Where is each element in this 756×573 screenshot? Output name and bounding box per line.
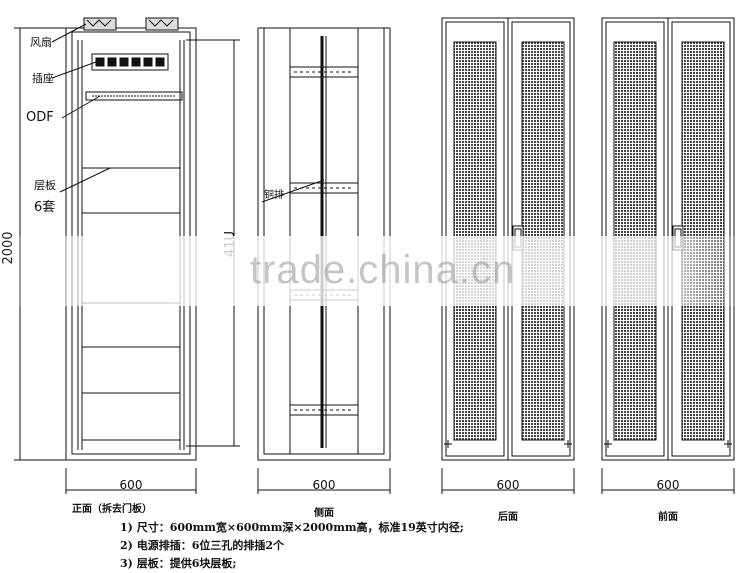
dim-rear-width: 600 <box>497 478 520 492</box>
dim-side-width: 600 <box>313 478 336 492</box>
label-copper-bar: 铜排 <box>264 188 284 201</box>
dim-front-width: 600 <box>120 478 143 492</box>
rear-left-perforation <box>453 41 497 441</box>
note-1: 1) 尺寸：600mm宽×600mm深×2000mm高，标准19英寸内径; <box>120 521 464 534</box>
label-height: 2000 <box>1 231 16 264</box>
rear-right-perforation <box>521 41 565 441</box>
label-odf: ODF <box>26 110 54 125</box>
door-right-perforation <box>681 41 725 441</box>
odf-panel <box>85 91 183 101</box>
door-left-perforation <box>613 41 657 441</box>
label-shelf-count: 6套 <box>34 199 55 215</box>
view-title-front: 正面（拆去门板） <box>72 502 152 515</box>
front-door-view <box>601 17 735 494</box>
fan-units <box>83 17 179 31</box>
label-shelf: 层板 <box>34 178 56 192</box>
label-socket: 插座 <box>32 71 54 85</box>
label-fan: 风扇 <box>30 35 52 49</box>
front-view <box>14 17 240 494</box>
side-rails <box>289 66 359 416</box>
shelves <box>82 167 180 441</box>
watermark-text: trade.china.cn <box>250 248 516 292</box>
note-3: 3) 层板：提供6块层板; <box>120 557 237 570</box>
view-title-side: 侧面 <box>314 506 334 519</box>
view-title-rear: 后面 <box>498 510 518 523</box>
label-units: 41U <box>223 231 238 257</box>
dim-door-width: 600 <box>657 478 680 492</box>
note-2: 2) 电源排插：6位三孔的排插2个 <box>120 539 284 552</box>
spec-notes: 1) 尺寸：600mm宽×600mm深×2000mm高，标准19英寸内径; 2)… <box>120 519 464 573</box>
view-title-front-door: 前面 <box>658 510 678 523</box>
power-strip <box>91 53 169 71</box>
